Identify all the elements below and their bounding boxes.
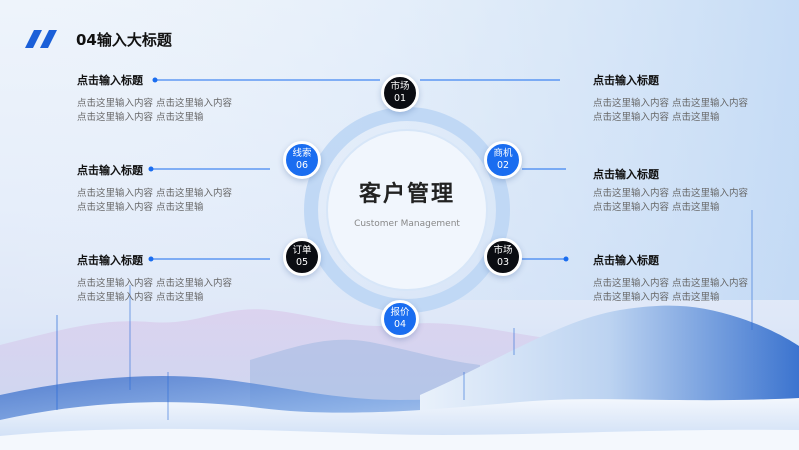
item-desc-left-1: 点击这里输入内容 点击这里输入内容 点击这里输入内容 点击这里输	[77, 98, 233, 123]
node-number: 02	[496, 160, 510, 171]
node-number: 03	[496, 257, 510, 268]
center-subtitle: Customer Management	[354, 219, 460, 229]
center-title: 客户管理	[358, 182, 456, 207]
logo-slashes-icon	[25, 30, 57, 48]
node-02: 商机 02	[484, 141, 522, 179]
item-desc-right-1: 点击这里输入内容 点击这里输入内容 点击这里输入内容 点击这里输	[593, 98, 749, 123]
slide-title: 04输入大标题	[76, 31, 172, 49]
node-number: 05	[295, 257, 309, 268]
item-desc-right-3: 点击这里输入内容 点击这里输入内容 点击这里输入内容 点击这里输	[593, 278, 749, 303]
node-number: 04	[393, 319, 407, 330]
item-title-right-3: 点击输入标题	[593, 254, 659, 267]
node-05: 订单 05	[283, 238, 321, 276]
item-title-left-3: 点击输入标题	[77, 254, 143, 267]
node-label: 报价	[390, 307, 410, 318]
item-title-right-2: 点击输入标题	[593, 168, 659, 181]
node-06: 线索 06	[283, 141, 321, 179]
node-03: 市场 03	[484, 238, 522, 276]
node-04: 报价 04	[381, 300, 419, 338]
node-number: 01	[393, 93, 407, 104]
node-label: 市场	[390, 81, 410, 92]
item-desc-left-2: 点击这里输入内容 点击这里输入内容 点击这里输入内容 点击这里输	[77, 188, 233, 213]
node-label: 订单	[292, 245, 312, 256]
node-01: 市场 01	[381, 74, 419, 112]
inner-disc	[327, 130, 487, 290]
node-label: 市场	[493, 245, 513, 256]
item-title-left-1: 点击输入标题	[77, 74, 143, 87]
item-desc-right-2: 点击这里输入内容 点击这里输入内容 点击这里输入内容 点击这里输	[593, 188, 749, 213]
item-title-left-2: 点击输入标题	[77, 164, 143, 177]
node-number: 06	[295, 160, 309, 171]
item-desc-left-3: 点击这里输入内容 点击这里输入内容 点击这里输入内容 点击这里输	[77, 278, 233, 303]
node-label: 商机	[493, 148, 513, 159]
node-label: 线索	[292, 148, 312, 159]
item-title-right-1: 点击输入标题	[593, 74, 659, 87]
